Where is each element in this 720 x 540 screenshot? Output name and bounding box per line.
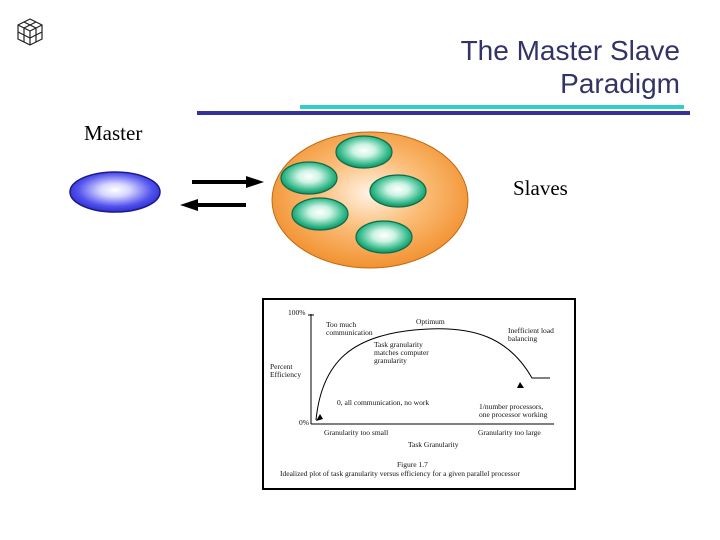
left-point-arrow — [316, 414, 323, 421]
receive-arrow — [180, 199, 246, 211]
title-rule-light — [300, 105, 684, 109]
x-axis-label: Task Granularity — [408, 440, 459, 449]
y-top-label: 100% — [288, 308, 306, 317]
inefficient-label: Inefficient load balancing — [508, 326, 554, 343]
slaves-label: Slaves — [513, 176, 568, 200]
task-granularity-note: Task granularity matches computer granul… — [374, 340, 429, 365]
figure-number: Figure 1.7 — [397, 460, 428, 469]
slide-title: The Master Slave Paradigm — [461, 34, 680, 100]
figure-caption: Idealized plot of task granularity versu… — [280, 469, 520, 478]
efficiency-plot — [308, 314, 554, 425]
efficiency-curve — [315, 328, 550, 421]
y-bottom-label: 0% — [299, 418, 309, 427]
send-arrow — [192, 176, 264, 188]
master-label: Master — [84, 121, 143, 145]
slave-node — [280, 161, 338, 195]
right-point-arrow — [517, 382, 524, 388]
x-left-label: Granularity too small — [324, 428, 389, 437]
y-axis-label: Percent Efficiency — [270, 362, 302, 379]
master-node — [69, 171, 161, 213]
all-communication-label: 0, all communication, no work — [337, 398, 430, 407]
title-rule-dark — [197, 111, 690, 115]
efficiency-figure: 100% 0% Percent Efficiency Too much comm… — [262, 298, 576, 490]
slave-node — [335, 135, 393, 169]
too-much-communication-label: Too much communication — [326, 320, 373, 337]
slave-node — [291, 197, 349, 231]
one-processor-label: 1/number processors, one processor worki… — [479, 402, 548, 419]
optimum-label: Optimum — [416, 317, 445, 326]
slave-node — [355, 220, 413, 254]
x-right-label: Granularity too large — [478, 428, 541, 437]
slave-node — [369, 174, 427, 208]
cube-logo-icon — [17, 18, 43, 46]
slide-title-line-1: The Master Slave — [460, 35, 680, 66]
slide-title-line-2: Paradigm — [560, 68, 680, 99]
